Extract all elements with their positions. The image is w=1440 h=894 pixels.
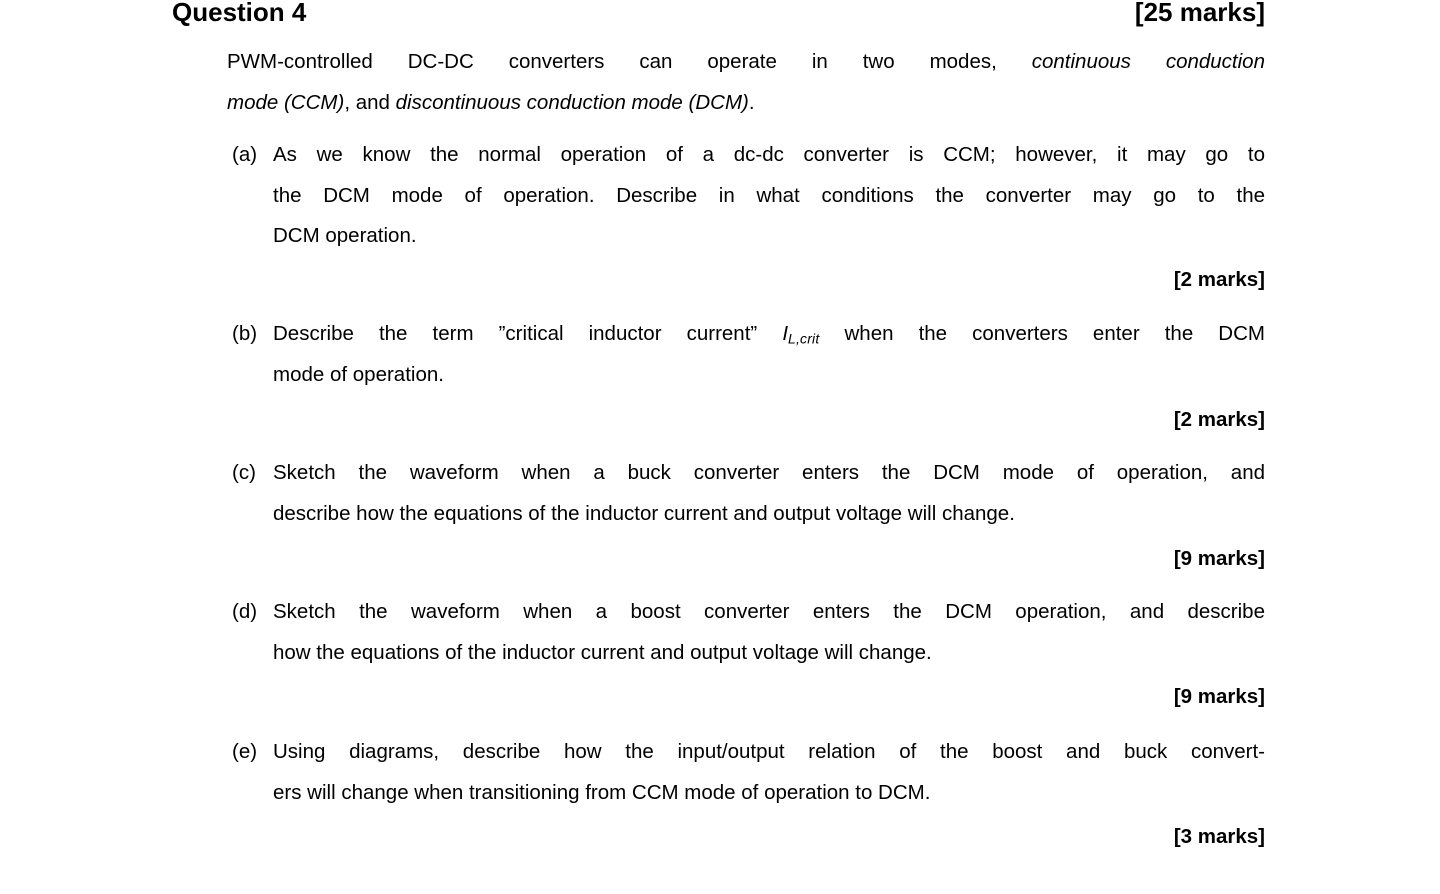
item-text-line: how the equations of the inductor curren…: [273, 640, 932, 664]
item-text: As we know the normal operation of a dc-…: [273, 135, 1265, 257]
intro-line-1: PWM-controlled DC-DC converters can oper…: [227, 42, 1265, 83]
question-item-e: (e) Using diagrams, describe how the inp…: [232, 732, 1265, 813]
question-item-d: (d) Sketch the waveform when a boost con…: [232, 592, 1265, 673]
item-text-line: Using diagrams, describe how the input/o…: [273, 740, 1265, 763]
intro-text: PWM-controlled DC-DC converters can oper…: [227, 50, 1032, 73]
item-text-line: the DCM mode of operation. Describe in w…: [273, 183, 1265, 207]
item-text-segment: when the converters enter the DCM: [819, 322, 1265, 345]
item-text: Sketch the waveform when a buck converte…: [273, 453, 1265, 534]
item-text-line: ers will change when transitioning from …: [273, 780, 931, 804]
item-text-segment: Describe the term ”critical inductor cur…: [273, 322, 783, 345]
marks-badge-b: [2 marks]: [1173, 408, 1265, 431]
item-text-line: describe how the equations of the induct…: [273, 501, 1015, 525]
question-item-c: (c) Sketch the waveform when a buck conv…: [232, 453, 1265, 534]
question-header: Question 4 [25 marks]: [172, 0, 1265, 27]
item-label: (c): [232, 461, 256, 484]
item-label: (e): [232, 740, 258, 763]
intro-paragraph: PWM-controlled DC-DC converters can oper…: [227, 42, 1265, 123]
question-title: Question 4: [172, 0, 307, 27]
item-label: (d): [232, 600, 258, 623]
marks-badge-c: [9 marks]: [1173, 547, 1265, 570]
intro-text: , and: [344, 90, 396, 114]
italic-term-ccm: continuous conduction: [1031, 50, 1265, 73]
intro-line-2: mode (CCM), and discontinuous conduction…: [227, 83, 1265, 124]
marks-badge-d: [9 marks]: [1173, 685, 1265, 708]
item-label: (b): [232, 322, 258, 345]
question-total-marks: [25 marks]: [1134, 0, 1265, 27]
marks-badge-e: [3 marks]: [1173, 825, 1265, 848]
item-text: Describe the term ”critical inductor cur…: [273, 314, 1265, 395]
item-text-line: Describe the term ”critical inductor cur…: [273, 314, 1265, 355]
item-text-line: As we know the normal operation of a dc-…: [273, 143, 1265, 166]
marks-badge-a: [2 marks]: [1173, 268, 1265, 291]
item-text: Using diagrams, describe how the input/o…: [273, 732, 1265, 813]
italic-term-dcm: discontinuous conduction mode (DCM): [395, 90, 749, 114]
italic-term-ccm-cont: mode (CCM): [227, 90, 345, 114]
item-label: (a): [232, 143, 258, 166]
math-symbol-inductor-current: I: [782, 322, 789, 345]
item-text: Sketch the waveform when a boost convert…: [273, 592, 1265, 673]
item-text-line: DCM operation.: [273, 224, 417, 247]
question-item-a: (a) As we know the normal operation of a…: [232, 135, 1265, 257]
math-subscript: L,crit: [788, 330, 820, 347]
question-item-b: (b) Describe the term ”critical inductor…: [232, 314, 1265, 395]
intro-text: .: [748, 90, 755, 114]
item-text-line: mode of operation.: [273, 362, 444, 386]
item-text-line: Sketch the waveform when a buck converte…: [273, 461, 1265, 484]
item-text-line: Sketch the waveform when a boost convert…: [273, 600, 1265, 623]
